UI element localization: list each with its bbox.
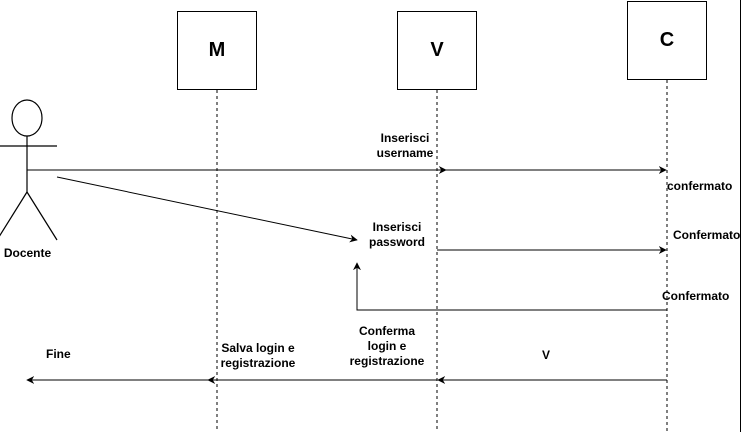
participant-m: M (177, 11, 257, 90)
participant-c: C (627, 1, 707, 80)
participant-v-label: V (430, 39, 444, 61)
message-confermato-2: Confermato (673, 228, 741, 242)
message-salva-line2: registrazione (220, 356, 296, 370)
message-conferma-line1: Conferma (358, 324, 415, 338)
message-password-line2: password (368, 235, 425, 249)
message-username-line2: username (376, 146, 434, 160)
participant-v: V (397, 11, 477, 90)
arrow-password (56, 176, 358, 243)
message-password-line1: Inserisci (372, 220, 422, 234)
participant-c-label: C (659, 29, 675, 51)
message-confermato-3: Confermato (662, 289, 730, 303)
message-conferma-line2: login e (367, 339, 407, 353)
message-conferma: Conferma login e registrazione (337, 324, 437, 369)
message-username-line1: Inserisci (380, 131, 430, 145)
message-salva-line1: Salva login e (221, 341, 295, 355)
message-fine: Fine (46, 347, 71, 361)
arrow-c-to-password (353, 262, 667, 311)
participant-m-label: M (208, 39, 226, 61)
message-salva: Salva login e registrazione (212, 341, 304, 371)
message-username: Inserisci username (350, 131, 460, 161)
actor-figure-icon (0, 99, 58, 241)
message-v-reply: V (542, 348, 551, 362)
message-password: Inserisci password (350, 220, 444, 250)
actor-label: Docente (3, 246, 52, 260)
message-conferma-line3: registrazione (349, 354, 425, 368)
message-confermato-1: confermato (667, 179, 733, 193)
